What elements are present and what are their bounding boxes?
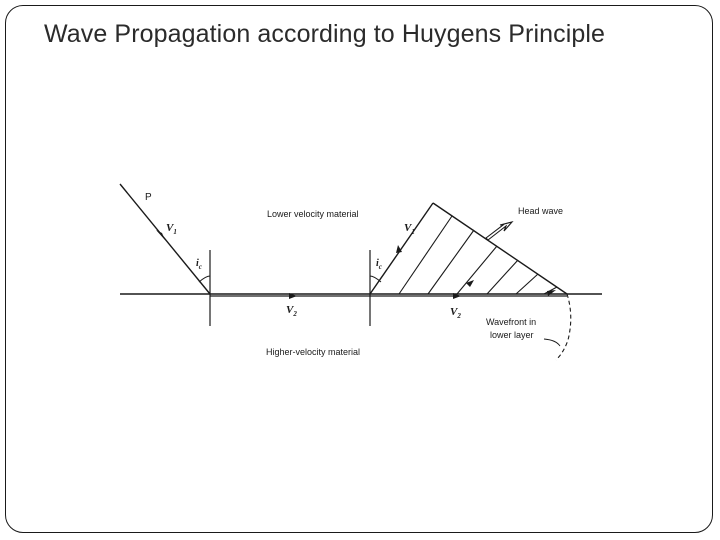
wavefront-label-line2: lower layer bbox=[490, 330, 534, 340]
head-wavefront bbox=[432, 202, 568, 295]
lower-material-label: Higher-velocity material bbox=[266, 347, 360, 357]
slide-frame bbox=[5, 5, 713, 533]
head-wave-label: Head wave bbox=[518, 206, 563, 216]
critical-angle-arc-left bbox=[198, 275, 211, 283]
upper-velocity-label-right: V1 bbox=[404, 222, 415, 236]
emergent-ray-main bbox=[369, 202, 434, 295]
upper-velocity-label-left: V1 bbox=[166, 222, 177, 236]
lower-wavefront-arc bbox=[555, 293, 572, 361]
hatched-head-wave-rays bbox=[398, 215, 558, 295]
slide-title: Wave Propagation according to Huygens Pr… bbox=[44, 20, 606, 48]
lower-velocity-label-left: V2 bbox=[286, 304, 297, 318]
ray-label: P bbox=[145, 192, 152, 203]
emergent-ray-arrow-3 bbox=[547, 290, 556, 296]
upper-material-label: Lower velocity material bbox=[267, 209, 359, 219]
emergent-ray-arrow-1 bbox=[396, 245, 402, 253]
wavefront-label-line1: Wavefront in bbox=[486, 317, 536, 327]
emergent-ray-arrow-2 bbox=[466, 280, 474, 287]
incident-ray bbox=[119, 183, 211, 295]
critical-angle-arc-right bbox=[369, 275, 382, 283]
critical-angle-label-left: ic bbox=[196, 258, 202, 271]
head-wave-arrow-icon bbox=[485, 221, 514, 241]
lower-velocity-arrow-2 bbox=[453, 293, 461, 299]
critical-angle-label-right: ic bbox=[376, 258, 382, 271]
wavefront-leader-line bbox=[543, 338, 561, 347]
lower-velocity-label-right: V2 bbox=[450, 306, 461, 320]
lower-velocity-arrow-1 bbox=[289, 293, 297, 299]
incident-ray-arrow bbox=[156, 230, 165, 240]
